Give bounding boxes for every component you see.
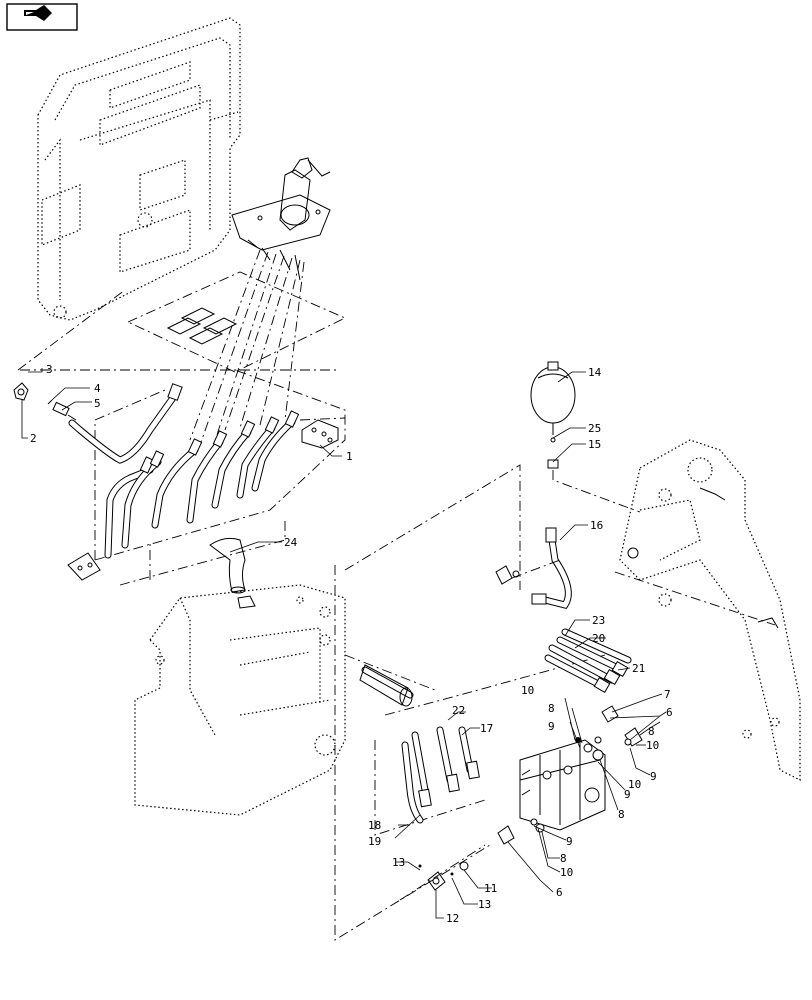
callout-3: 3 [46, 363, 53, 376]
callout-21: 21 [632, 662, 645, 675]
valve-fittings [497, 705, 643, 845]
next-page-arrow-icon[interactable] [6, 3, 78, 31]
callout-2: 2 [30, 432, 37, 445]
pilot-hose-boundary [17, 289, 346, 586]
main-hoses [359, 628, 632, 824]
callout-10: 10 [521, 684, 534, 697]
callout-9: 9 [548, 720, 555, 733]
loader-frame [134, 584, 346, 816]
callout-25: 25 [588, 422, 601, 435]
callout-14: 14 [588, 366, 602, 379]
pilot-hoses [68, 383, 300, 559]
callout-6: 6 [666, 706, 673, 719]
callout-10: 10 [628, 778, 641, 791]
callout-9: 9 [650, 770, 657, 783]
callout-18: 18 [368, 819, 381, 832]
callout-4: 4 [94, 382, 101, 395]
accumulator-hose [495, 527, 572, 609]
callout-13: 13 [392, 856, 405, 869]
protective-sleeve [209, 537, 246, 594]
floor-mat [126, 271, 347, 373]
leader-lines [21, 368, 667, 919]
loader-arm [614, 439, 801, 781]
callout-6: 6 [556, 886, 563, 899]
pilot-hose-bundle-routing [189, 249, 305, 451]
joystick-assembly [231, 157, 331, 281]
callout-7: 7 [664, 688, 671, 701]
callout-24: 24 [284, 536, 298, 549]
cab-frame [37, 17, 241, 321]
callout-11: 11 [484, 882, 497, 895]
callout-8: 8 [548, 702, 555, 715]
callout-20: 20 [592, 632, 605, 645]
callout-9: 9 [566, 835, 573, 848]
callout-16: 16 [590, 519, 603, 532]
callout-labels: 1 2 3 4 5 6 6 7 8 8 8 8 9 9 9 9 10 10 10… [30, 363, 673, 925]
hose-bracket [67, 419, 339, 581]
valve-boundary [334, 464, 606, 941]
callout-23: 23 [592, 614, 605, 627]
callout-13: 13 [478, 898, 491, 911]
pilot-port-fittings [13, 382, 77, 421]
callout-19: 19 [368, 835, 381, 848]
callout-8: 8 [648, 725, 655, 738]
callout-12: 12 [446, 912, 459, 925]
callout-10: 10 [560, 866, 573, 879]
accumulator [530, 361, 641, 513]
callout-15: 15 [588, 438, 601, 451]
callout-17: 17 [480, 722, 493, 735]
port-fittings [418, 861, 469, 891]
callout-22: 22 [452, 704, 465, 717]
callout-8: 8 [560, 852, 567, 865]
callout-8: 8 [618, 808, 625, 821]
callout-1: 1 [346, 450, 353, 463]
callout-10: 10 [646, 739, 659, 752]
control-valve [519, 739, 606, 831]
callout-9: 9 [624, 788, 631, 801]
callout-5: 5 [94, 397, 101, 410]
